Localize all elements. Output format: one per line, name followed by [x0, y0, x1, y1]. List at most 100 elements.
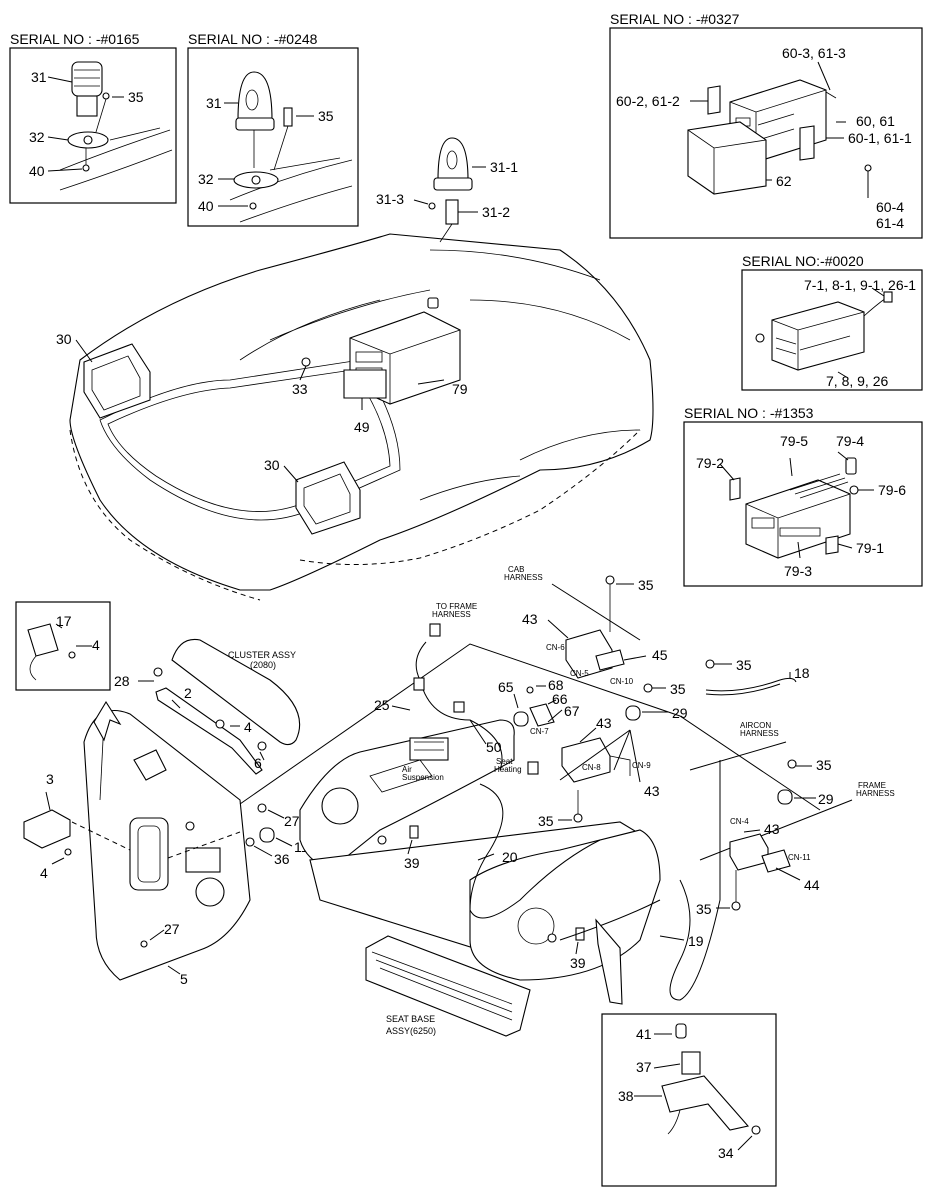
callout-19: 19	[688, 933, 704, 949]
inset-frame-37	[601, 1013, 777, 1187]
aircon-harness-label-1: AIRCON	[740, 721, 771, 730]
seat-base-code: ASSY(6250)	[386, 1026, 436, 1036]
callout-7-1-8-1-9-1-26-1: 7-1, 8-1, 9-1, 26-1	[804, 277, 916, 293]
inset-part-37: 41 37 38 34	[601, 1013, 777, 1187]
to-frame-harness-label-2: HARNESS	[432, 610, 471, 619]
callout-34: 34	[718, 1145, 734, 1161]
callout-35-middle: 35	[538, 813, 554, 829]
cn-9-label: CN-9	[632, 761, 651, 770]
cab-harness-label-2: HARNESS	[504, 573, 543, 582]
serial-label-0248: SERIAL NO : -#0248	[188, 31, 318, 47]
callout-36: 36	[274, 851, 290, 867]
callout-35-lower: 35	[696, 901, 712, 917]
callout-38: 38	[618, 1088, 634, 1104]
inset-frame-0165	[9, 47, 177, 204]
callout-29-lower: 29	[818, 791, 834, 807]
callout-43-middle-top: 43	[596, 715, 612, 731]
inset-frame-0327	[609, 27, 923, 239]
callout-61-4: 61-4	[876, 215, 904, 231]
inset-frame-17	[15, 601, 111, 691]
serial-label-1353: SERIAL NO : -#1353	[684, 405, 814, 421]
callout-79-4: 79-4	[836, 433, 864, 449]
callout-4-bracket: 4	[244, 719, 252, 735]
callout-35-upper: 35	[638, 577, 654, 593]
callout-31-inset1: 31	[31, 69, 47, 85]
inset-serial-0327: SERIAL NO : -#0327 60-3, 61-3 60-2, 61-2…	[609, 11, 923, 239]
callout-60-3-61-3: 60-3, 61-3	[782, 45, 846, 61]
inset-frame-0248	[187, 47, 359, 227]
callout-2: 2	[184, 685, 192, 701]
callout-39-upper: 39	[404, 855, 420, 871]
callout-28: 28	[114, 673, 130, 689]
callout-31-2: 31-2	[482, 204, 510, 220]
callout-79: 79	[452, 381, 468, 397]
seat-heating-label-1: Seat	[496, 757, 513, 766]
cn-6-label: CN-6	[546, 643, 565, 652]
callout-43-upper: 43	[522, 611, 538, 627]
inset-serial-0020: SERIAL NO:-#0020 7-1, 8-1, 9-1, 26-1 7, …	[741, 253, 923, 391]
callout-49: 49	[354, 419, 370, 435]
callout-35-upper-right: 35	[670, 681, 686, 697]
cn-5-label: CN-5	[570, 669, 589, 678]
callout-4-inset: 4	[92, 637, 100, 653]
callout-43-middle-bottom: 43	[644, 783, 660, 799]
callout-37: 37	[636, 1059, 652, 1075]
inset-serial-1353: SERIAL NO : -#1353 79-5 79-4 79-2 79-6 7…	[683, 405, 923, 587]
callout-79-3: 79-3	[784, 563, 812, 579]
callout-41: 41	[636, 1026, 652, 1042]
serial-label-0020: SERIAL NO:-#0020	[742, 253, 864, 269]
cn-8-label: CN-8	[582, 763, 601, 772]
callout-35-inset1: 35	[128, 89, 144, 105]
callout-33: 33	[292, 381, 308, 397]
callout-31-inset2: 31	[206, 95, 222, 111]
serial-label-0165: SERIAL NO : -#0165	[10, 31, 140, 47]
callout-39-lower: 39	[570, 955, 586, 971]
cab-roof-assembly: 31-1 31-3 31-2 30 30 33 79 49	[56, 137, 654, 601]
callout-44: 44	[804, 877, 820, 893]
callout-6: 6	[254, 755, 262, 771]
frame-harness-label-1: FRAME	[858, 781, 886, 790]
cn-4-label: CN-4	[730, 817, 749, 826]
frame-harness-label-2: HARNESS	[856, 789, 895, 798]
callout-32-inset1: 32	[29, 129, 45, 145]
callout-27-upper: 27	[284, 813, 300, 829]
inset-part-17: 17 4	[15, 601, 111, 691]
callout-17: 17	[56, 613, 72, 629]
callout-60-4: 60-4	[876, 199, 904, 215]
cn-7-label: CN-7	[530, 727, 549, 736]
callout-40-inset2: 40	[198, 198, 214, 214]
callout-68: 68	[548, 677, 564, 693]
callout-5: 5	[180, 971, 188, 987]
cab-harness-label-1: CAB	[508, 565, 524, 574]
callout-31-3: 31-3	[376, 191, 404, 207]
cn-10-label: CN-10	[610, 677, 634, 686]
serial-label-0327: SERIAL NO : -#0327	[610, 11, 740, 27]
callout-35-inset2: 35	[318, 108, 334, 124]
callout-79-6: 79-6	[878, 482, 906, 498]
air-suspension-label-2: Suspension	[402, 773, 444, 782]
callout-20: 20	[502, 849, 518, 865]
cluster-assy-code: (2080)	[250, 660, 276, 670]
callout-45: 45	[652, 647, 668, 663]
inset-serial-0248: SERIAL NO : -#0248 31 35 32 40	[187, 31, 359, 227]
cluster-assy-label: CLUSTER ASSY	[228, 650, 296, 660]
inset-serial-0165: SERIAL NO : -#0165 31 35 32 40	[9, 31, 177, 204]
seat-heating-label-2: Heating	[494, 765, 522, 774]
callout-30-left: 30	[56, 331, 72, 347]
callout-31-1: 31-1	[490, 159, 518, 175]
callout-66: 66	[552, 691, 568, 707]
inset-frame-0020	[741, 269, 923, 391]
callout-27-lower: 27	[164, 921, 180, 937]
cluster-and-left-console: CLUSTER ASSY (2080) 28 2 4 6 3 4	[23, 638, 309, 987]
callout-25: 25	[374, 697, 390, 713]
aircon-harness-label-2: HARNESS	[740, 729, 779, 738]
callout-40-inset1: 40	[29, 163, 45, 179]
harness-assembly: 25 50 TO FRAME HARNESS 20 19 65 68 66 67…	[239, 565, 895, 1001]
callout-4-part3: 4	[40, 865, 48, 881]
to-frame-harness-label-1: TO FRAME	[436, 602, 477, 611]
panel-pointer-arrow	[93, 700, 122, 742]
callout-29-upper: 29	[672, 705, 688, 721]
callout-18: 18	[794, 665, 810, 681]
